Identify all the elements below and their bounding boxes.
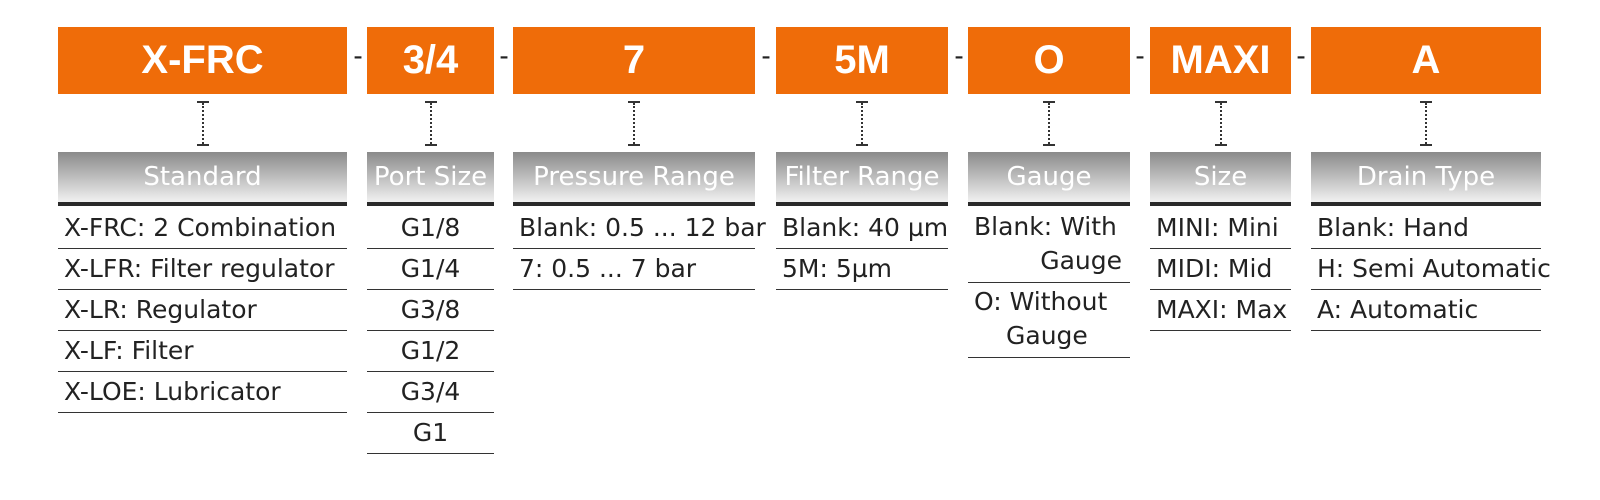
separator: - — [499, 40, 509, 71]
options-filter-range: Blank: 40 µm 5M: 5µm — [776, 208, 948, 290]
option-item: X-LFR: Filter regulator — [58, 249, 347, 290]
option-item: X-LR: Regulator — [58, 290, 347, 331]
header-size: Size — [1150, 152, 1291, 206]
option-item: G1/2 — [367, 331, 494, 372]
option-line: Gauge — [1040, 246, 1122, 275]
option-line: O: Without — [974, 287, 1108, 316]
code-box-standard: X-FRC — [58, 27, 347, 94]
connector-port-size — [424, 101, 437, 146]
option-item: G1/4 — [367, 249, 494, 290]
option-item: X-LF: Filter — [58, 331, 347, 372]
options-gauge: Blank: With Gauge O: Without Gauge — [968, 208, 1130, 358]
separator: - — [353, 40, 363, 71]
option-line: Blank: With — [974, 212, 1117, 241]
header-pressure-range: Pressure Range — [513, 152, 755, 206]
separator: - — [1135, 40, 1145, 71]
header-filter-range: Filter Range — [776, 152, 948, 206]
option-item: X-LOE: Lubricator — [58, 372, 347, 413]
option-item: A: Automatic — [1311, 290, 1541, 331]
option-item: O: Without Gauge — [968, 283, 1130, 358]
connector-standard — [196, 101, 209, 146]
connector-filter-range — [856, 101, 868, 146]
header-drain-type: Drain Type — [1311, 152, 1541, 206]
options-standard: X-FRC: 2 Combination X-LFR: Filter regul… — [58, 208, 347, 413]
separator: - — [954, 40, 964, 71]
option-item: Blank: 0.5 ... 12 bar — [513, 208, 766, 249]
options-drain-type: Blank: Hand H: Semi Automatic A: Automat… — [1311, 208, 1551, 331]
option-item: G3/8 — [367, 290, 494, 331]
option-item: 5M: 5µm — [776, 249, 948, 290]
options-pressure-range: Blank: 0.5 ... 12 bar 7: 0.5 ... 7 bar — [513, 208, 766, 290]
option-item: MIDI: Mid — [1150, 249, 1291, 290]
option-line: Gauge — [1006, 321, 1088, 350]
connector-pressure-range — [628, 101, 640, 146]
connector-gauge — [1043, 101, 1055, 146]
separator: - — [1296, 40, 1306, 71]
options-port-size: G1/8 G1/4 G3/8 G1/2 G3/4 G1 — [367, 208, 494, 454]
header-standard: Standard — [58, 152, 347, 206]
code-box-filter-range: 5M — [776, 27, 948, 94]
code-box-drain-type: A — [1311, 27, 1541, 94]
separator: - — [761, 40, 771, 71]
option-item: H: Semi Automatic — [1311, 249, 1551, 290]
option-item: G3/4 — [367, 372, 494, 413]
option-item: G1 — [367, 413, 494, 454]
code-box-pressure-range: 7 — [513, 27, 755, 94]
option-item: 7: 0.5 ... 7 bar — [513, 249, 755, 290]
code-box-size: MAXI — [1150, 27, 1291, 94]
option-item: Blank: 40 µm — [776, 208, 948, 249]
option-item: MAXI: Max — [1150, 290, 1291, 331]
connector-drain-type — [1420, 101, 1432, 146]
option-item: X-FRC: 2 Combination — [58, 208, 347, 249]
connector-size — [1214, 101, 1227, 146]
option-item: G1/8 — [367, 208, 494, 249]
option-item: Blank: Hand — [1311, 208, 1541, 249]
code-box-port-size: 3/4 — [367, 27, 494, 94]
header-port-size: Port Size — [367, 152, 494, 206]
options-size: MINI: Mini MIDI: Mid MAXI: Max — [1150, 208, 1291, 331]
header-gauge: Gauge — [968, 152, 1130, 206]
code-box-gauge: O — [968, 27, 1130, 94]
option-item: Blank: With Gauge — [968, 208, 1130, 283]
option-item: MINI: Mini — [1150, 208, 1291, 249]
